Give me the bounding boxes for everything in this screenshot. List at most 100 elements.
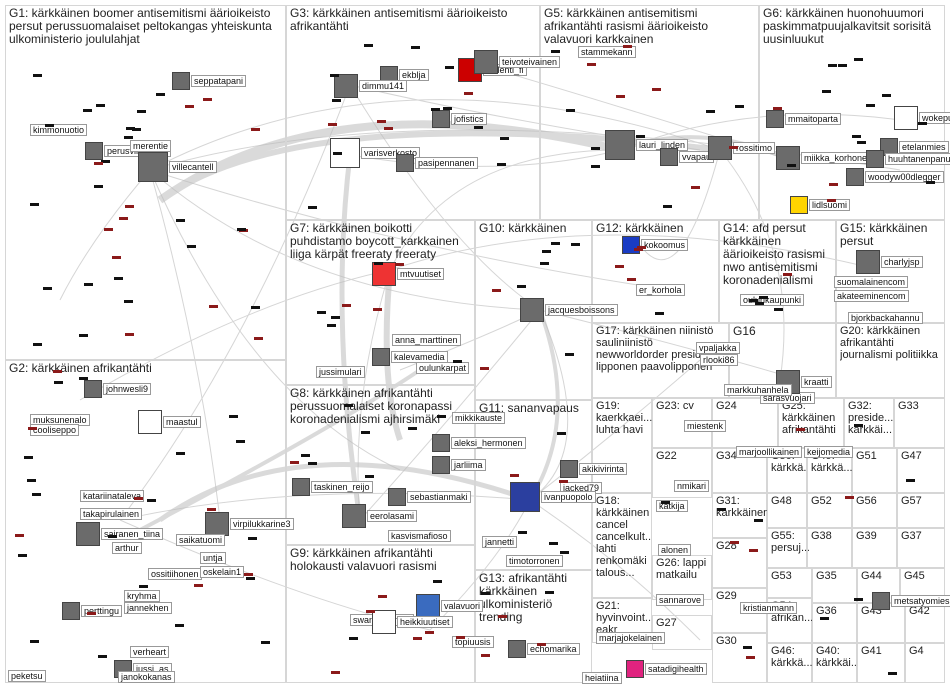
node[interactable]: teivoteivainen bbox=[474, 50, 561, 74]
node[interactable]: johnwesli9 bbox=[84, 380, 152, 398]
node[interactable]: kryhma bbox=[124, 590, 160, 602]
node[interactable]: untja bbox=[200, 552, 226, 564]
avatar bbox=[342, 504, 366, 528]
node[interactable]: jacquesboissons bbox=[520, 298, 618, 322]
node[interactable]: dimmu141 bbox=[334, 74, 408, 98]
node[interactable]: mikkikauste bbox=[452, 412, 506, 424]
node[interactable]: vvapau bbox=[660, 148, 715, 166]
vertex-marker bbox=[108, 535, 118, 539]
node[interactable]: jofistics bbox=[432, 110, 487, 128]
node[interactable]: seppatapani bbox=[172, 72, 247, 90]
vertex-marker bbox=[590, 147, 600, 151]
node[interactable]: miestenk bbox=[684, 420, 727, 432]
vertex-marker bbox=[261, 641, 271, 645]
node[interactable]: taskinen_reijo bbox=[292, 478, 373, 496]
node[interactable]: keijomedia bbox=[804, 446, 854, 458]
node[interactable]: heiatiina bbox=[582, 672, 622, 684]
node[interactable]: peketsu bbox=[8, 670, 46, 682]
node[interactable]: jannekhen bbox=[124, 602, 172, 614]
node[interactable]: maastul bbox=[138, 410, 201, 434]
node[interactable]: sebastianmaki bbox=[388, 488, 471, 506]
node[interactable]: metsatyomies1 bbox=[872, 592, 950, 610]
node[interactable]: akikivirinta bbox=[560, 460, 628, 478]
node-label: villecantell bbox=[169, 161, 217, 173]
vertex-marker bbox=[536, 642, 546, 646]
node[interactable]: etelanmies bbox=[880, 138, 949, 156]
node[interactable]: topiuusis bbox=[452, 636, 494, 648]
node[interactable]: pasipennanen bbox=[396, 154, 478, 172]
node[interactable]: akateeminencom bbox=[834, 290, 909, 302]
node[interactable]: rossitimo bbox=[708, 136, 776, 160]
node[interactable]: charlyjsp bbox=[856, 250, 923, 274]
vertex-marker bbox=[853, 423, 863, 427]
node[interactable]: markkuhanhela bbox=[724, 384, 792, 396]
vertex-marker bbox=[837, 63, 847, 67]
node[interactable]: verheart bbox=[130, 646, 170, 658]
node[interactable]: valavuori bbox=[416, 594, 484, 618]
node[interactable]: mmaitoparta bbox=[766, 110, 842, 128]
node[interactable]: timotorronen bbox=[506, 555, 563, 567]
vertex-marker bbox=[758, 296, 768, 300]
node[interactable]: katariinataleva bbox=[80, 490, 145, 502]
node[interactable]: mtvuutiset bbox=[372, 262, 445, 286]
vertex-marker bbox=[444, 66, 454, 70]
node[interactable]: virpilukkarine3 bbox=[205, 512, 294, 536]
node[interactable]: vpaljakka bbox=[696, 342, 740, 354]
avatar bbox=[660, 148, 678, 166]
node[interactable]: aleksi_hermonen bbox=[432, 434, 526, 452]
vertex-marker bbox=[749, 549, 759, 553]
node[interactable]: heikkiuutiset bbox=[372, 610, 453, 634]
node[interactable]: er_korhola bbox=[636, 284, 685, 296]
node[interactable]: merentie bbox=[130, 140, 172, 152]
node[interactable]: saikatuomi bbox=[176, 534, 226, 546]
node[interactable]: woodyw00dlegger bbox=[846, 168, 944, 186]
node[interactable]: oskelain1 bbox=[200, 566, 245, 578]
group-label: G48 bbox=[771, 495, 792, 507]
node-label: maastul bbox=[163, 416, 201, 428]
node[interactable]: huuhtanenpanu bbox=[866, 150, 950, 168]
node[interactable]: kasvismafioso bbox=[388, 530, 451, 542]
node[interactable]: marjoollikainen bbox=[736, 446, 803, 458]
node-label: charlyjsp bbox=[881, 256, 923, 268]
group-g25: G25: kärkkäinen afrikantähti bbox=[778, 398, 844, 448]
node[interactable]: stammekann bbox=[578, 46, 636, 58]
node[interactable]: alonen bbox=[658, 544, 692, 556]
node[interactable]: eerolasami bbox=[342, 504, 418, 528]
node[interactable]: ossitiihonen bbox=[148, 568, 202, 580]
node[interactable]: cooliseppo bbox=[30, 424, 80, 436]
vertex-marker bbox=[926, 181, 936, 185]
node[interactable]: ivanpuopolo bbox=[510, 482, 596, 512]
node[interactable]: arthur bbox=[112, 542, 142, 554]
node[interactable]: jarliima bbox=[432, 456, 486, 474]
node[interactable]: lidlsuomi bbox=[790, 196, 851, 214]
node[interactable]: kristianmann bbox=[740, 602, 798, 614]
node[interactable]: suomalainencom bbox=[834, 276, 909, 288]
node[interactable]: jannetti bbox=[482, 536, 518, 548]
node[interactable]: villecantell bbox=[138, 152, 217, 182]
vertex-marker bbox=[33, 73, 43, 77]
vertex-marker bbox=[101, 160, 111, 164]
node[interactable]: janokokanas bbox=[118, 671, 175, 683]
node[interactable]: wokepuolue bbox=[894, 106, 950, 130]
node-label: seppatapani bbox=[191, 75, 247, 87]
vertex-marker bbox=[456, 635, 466, 639]
vertex-marker bbox=[363, 43, 373, 47]
node[interactable]: rlooki86 bbox=[700, 354, 738, 366]
node[interactable]: ekblja bbox=[380, 66, 429, 84]
node[interactable]: marjajokelainen bbox=[596, 632, 666, 644]
node[interactable]: sannarove bbox=[656, 594, 705, 606]
node[interactable]: jussimulari bbox=[316, 366, 365, 378]
node[interactable]: satadigihealth bbox=[626, 660, 707, 678]
group-g35: G35 bbox=[812, 568, 857, 603]
node[interactable]: takapirulainen bbox=[80, 508, 143, 520]
node[interactable]: anna_marttinen bbox=[392, 334, 461, 346]
node[interactable]: echomarika bbox=[508, 640, 580, 658]
node[interactable]: kokoomus bbox=[622, 236, 689, 254]
node[interactable]: nmikari bbox=[674, 480, 710, 492]
vertex-marker bbox=[206, 508, 216, 512]
node[interactable]: kimmonuotio bbox=[30, 124, 88, 136]
group-label: G31: kärkkäinen bbox=[716, 495, 768, 519]
node[interactable]: oulunkarpat bbox=[416, 362, 470, 374]
vertex-marker bbox=[412, 637, 422, 641]
node[interactable]: bjorkbackahannu bbox=[848, 312, 923, 324]
